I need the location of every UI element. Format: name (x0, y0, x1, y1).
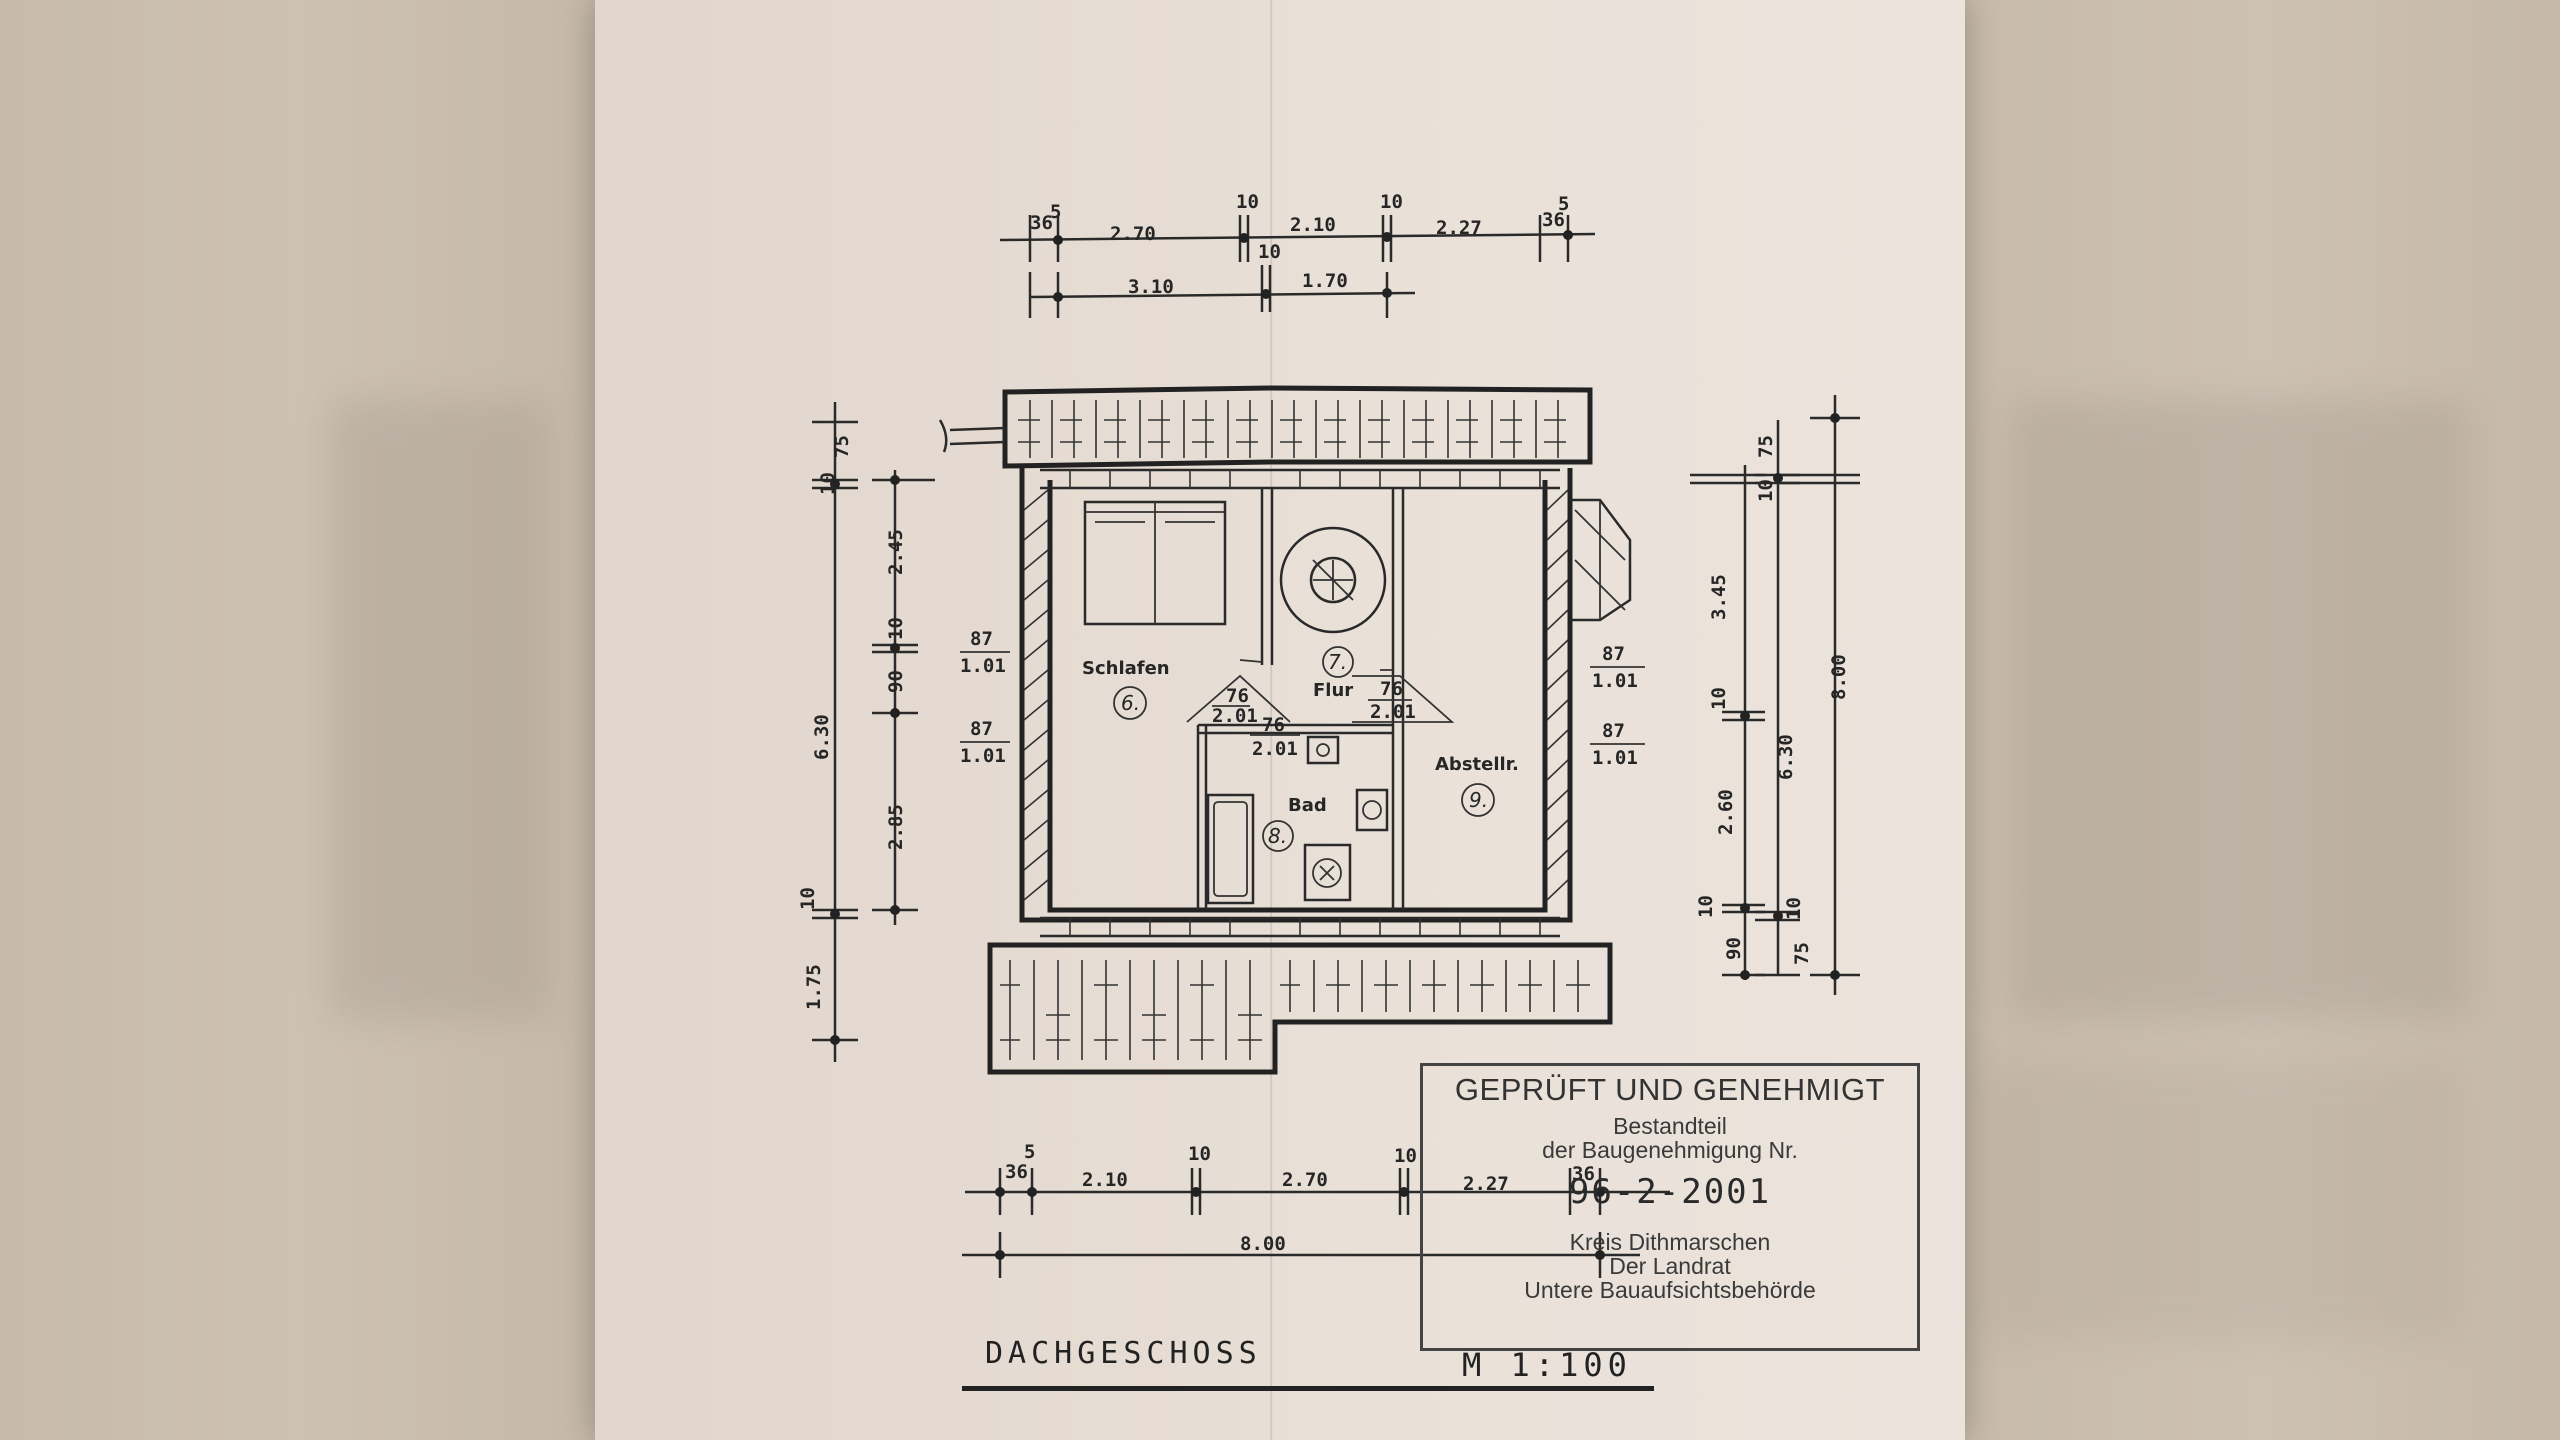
background-right (1965, 0, 2560, 1440)
dim-bottom1-g: 2.27 (1463, 1173, 1509, 1195)
window-1-bottom: 1.01 (960, 655, 1006, 677)
dim-right-b: 10 (1755, 479, 1777, 502)
door-2-bottom: 2.01 (1252, 738, 1298, 760)
dim-bottom1-c: 2.10 (1082, 1169, 1128, 1191)
window-2-bottom: 1.01 (960, 745, 1006, 767)
dim-right-inner-c: 2.60 (1715, 789, 1737, 835)
left-dimensions: 75 10 6.30 10 1.75 2.45 10 90 2.85 (797, 402, 935, 1062)
window-4-top: 87 (1602, 720, 1625, 742)
paper-fold (1270, 0, 1273, 1440)
dim-right-inner-d: 10 (1695, 895, 1717, 918)
dim-top1-c: 2.70 (1110, 223, 1156, 245)
dim-top1-h: 36 (1542, 209, 1565, 231)
dim-top2-b: 10 (1258, 241, 1281, 263)
blurred-plan-right (2010, 400, 2470, 1020)
dim-left-e: 1.75 (803, 964, 825, 1010)
building-walls (1019, 468, 1632, 938)
dim-right-c: 6.30 (1775, 734, 1797, 780)
room-name-flur: Flur (1313, 680, 1353, 701)
dim-right-inner-a: 3.45 (1708, 574, 1730, 620)
bottom-dimension-row-1: 5 36 2.10 10 2.70 10 2.27 36 (965, 1141, 1670, 1215)
title-underline (962, 1386, 1654, 1391)
drawing-title: DACHGESCHOSS (985, 1336, 1262, 1371)
top-dimension-row-2: 3.10 10 1.70 (1028, 241, 1416, 318)
window-1-top: 87 (970, 628, 993, 650)
dim-left-d: 10 (797, 887, 819, 910)
door-labels: 76 2.01 76 2.01 76 2.01 (1212, 678, 1416, 760)
dim-top1-b: 5 (1050, 201, 1061, 223)
dim-left-c: 6.30 (811, 714, 833, 760)
top-dimension-row-1: 36 5 2.70 10 2.10 10 2.27 36 5 (999, 191, 1596, 262)
dim-top1-e: 2.10 (1290, 214, 1336, 236)
room-name-schlafen: Schlafen (1082, 658, 1170, 679)
stamp-line-4: Der Landrat (1609, 1253, 1731, 1279)
blurred-stamp-right (1980, 1060, 2460, 1340)
dim-right-inner-e: 90 (1723, 937, 1745, 960)
door-2-top: 76 (1262, 714, 1285, 736)
room-number-bad: 8. (1268, 824, 1287, 848)
stamp-line-2: der Baugenehmigung Nr. (1542, 1137, 1798, 1163)
fixtures (1083, 500, 1389, 905)
dim-bottom1-e: 2.70 (1282, 1169, 1328, 1191)
dim-top1-a: 36 (1030, 212, 1053, 234)
drawing-scale: M 1:100 (1462, 1346, 1632, 1384)
blurred-plan-left (330, 400, 550, 1020)
dim-bottom-total: 8.00 (1240, 1233, 1286, 1255)
stamp-line-3: Kreis Dithmarschen (1569, 1229, 1771, 1255)
dim-bottom1-f: 10 (1394, 1145, 1417, 1167)
window-2-top: 87 (970, 718, 993, 740)
dim-left-b: 10 (817, 472, 839, 495)
room-name-bad: Bad (1288, 795, 1327, 816)
dim-bottom1-h: 36 (1572, 1163, 1595, 1185)
background-left (0, 0, 595, 1440)
dim-left-inner-a: 2.45 (885, 529, 907, 575)
dim-right-total: 8.00 (1828, 654, 1850, 700)
dim-right-d: 10 (1783, 897, 1805, 920)
right-dimensions: 8.00 75 10 6.30 10 75 3.45 10 2.60 10 90 (1690, 395, 1860, 995)
dim-right-a: 75 (1755, 435, 1777, 458)
window-3-top: 87 (1602, 643, 1625, 665)
room-number-flur: 7. (1328, 650, 1347, 674)
dim-top1-g: 2.27 (1436, 217, 1482, 239)
room-number-abstellr: 9. (1469, 788, 1488, 812)
stamp-permit-number: 96-2-2001 (1568, 1172, 1772, 1212)
dim-bottom1-a: 5 (1024, 1141, 1035, 1163)
room-labels: Schlafen 6. 7. Flur Bad 8. Abstellr. 9. (1082, 646, 1519, 852)
window-labels: 87 1.01 87 1.01 87 1.01 87 1.01 (960, 628, 1645, 769)
room-name-abstellr: Abstellr. (1435, 754, 1519, 775)
door-1-bottom: 2.01 (1212, 705, 1258, 727)
dim-top2-c: 1.70 (1302, 270, 1348, 292)
dim-right-inner-b: 10 (1708, 687, 1730, 710)
bottom-dimension-row-2: 8.00 (962, 1232, 1640, 1278)
dim-left-a: 75 (831, 435, 853, 458)
door-1-top: 76 (1226, 685, 1249, 707)
window-4-bottom: 1.01 (1592, 747, 1638, 769)
dim-bottom1-b: 36 (1005, 1161, 1028, 1183)
room-number-schlafen: 6. (1121, 691, 1140, 715)
door-3-bottom: 2.01 (1370, 701, 1416, 723)
dim-top1-d: 10 (1236, 191, 1259, 213)
dim-top1-i: 5 (1558, 193, 1569, 215)
dim-top1-f: 10 (1380, 191, 1403, 213)
dim-left-inner-c: 90 (885, 670, 907, 693)
dim-right-e: 75 (1791, 942, 1813, 965)
door-3-top: 76 (1380, 678, 1403, 700)
stamp-line-5: Untere Bauaufsichtsbehörde (1524, 1277, 1816, 1303)
roof-band-top (938, 385, 1593, 469)
stamp-heading: GEPRÜFT UND GENEHMIGT (1454, 1072, 1886, 1107)
dim-top2-a: 3.10 (1128, 276, 1174, 298)
approval-stamp: GEPRÜFT UND GENEHMIGT Bestandteil der Ba… (1420, 1063, 1920, 1351)
dim-left-inner-b: 10 (885, 617, 907, 640)
window-3-bottom: 1.01 (1592, 670, 1638, 692)
roof-band-bottom (987, 942, 1613, 1075)
stamp-line-1: Bestandteil (1613, 1113, 1727, 1139)
dim-left-inner-d: 2.85 (885, 804, 907, 850)
dim-bottom1-d: 10 (1188, 1143, 1211, 1165)
